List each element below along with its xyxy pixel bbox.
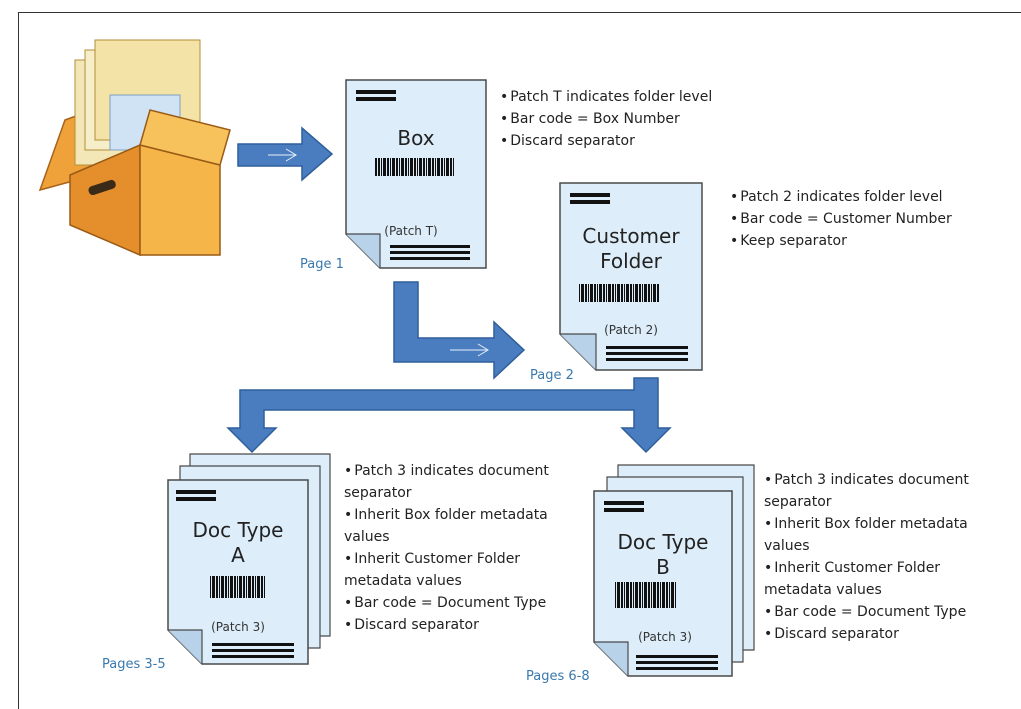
doc-b-note-4: Bar code = Document Type: [764, 601, 969, 623]
frame-left-border: [18, 12, 19, 709]
doc-b-note-3: Inherit Customer Folder: [764, 557, 969, 579]
doc-b-note-3-cont-text: metadata values: [764, 582, 882, 598]
customer-folder-title: Customer Folder: [560, 224, 702, 274]
doc-type-a-page-label: Pages 3-5: [102, 657, 166, 672]
doc-type-a-title: Doc Type A: [168, 518, 308, 568]
doc-a-note-2: Inherit Box folder metadata: [344, 504, 549, 526]
doc-b-note-1: Patch 3 indicates document: [764, 469, 969, 491]
customer-folder-notes: Patch 2 indicates folder level Bar code …: [730, 186, 952, 252]
doc-a-note-2-cont: values: [344, 526, 549, 548]
doc-b-note-2: Inherit Box folder metadata: [764, 513, 969, 535]
doc-type-b-stack: [593, 464, 755, 677]
box-page-title: Box: [397, 126, 435, 150]
doc-b-note-1-cont: separator: [764, 491, 969, 513]
doc-b-note-2-cont-text: values: [764, 538, 810, 554]
customer-folder-title-line1: Customer: [582, 224, 680, 248]
box-note-1: Patch T indicates folder level: [500, 86, 712, 108]
doc-type-b-notes: Patch 3 indicates document separator Inh…: [764, 469, 969, 645]
doc-a-note-3: Inherit Customer Folder: [344, 548, 549, 570]
file-box-icon: [38, 39, 231, 257]
arrow-split-to-doctypes: [226, 377, 672, 454]
arrow-box-to-page1: [237, 126, 334, 182]
doc-b-note-3-cont: metadata values: [764, 579, 969, 601]
doc-a-note-3-cont: metadata values: [344, 570, 549, 592]
customer-note-1: Patch 2 indicates folder level: [730, 186, 952, 208]
doc-type-b-title: Doc Type B: [594, 530, 732, 580]
doc-type-a-patch: (Patch 3): [211, 620, 265, 634]
doc-b-note-5: Discard separator: [764, 623, 969, 645]
frame-top-border: [18, 12, 1021, 13]
doc-a-note-4: Bar code = Document Type: [344, 592, 549, 614]
doc-a-note-5: Discard separator: [344, 614, 549, 636]
customer-folder-page-label: Page 2: [530, 368, 574, 383]
doc-type-a-title-line1: Doc Type: [192, 518, 284, 542]
doc-a-note-1: Patch 3 indicates document: [344, 460, 549, 482]
doc-type-b-patch: (Patch 3): [638, 630, 692, 644]
doc-a-note-2-cont-text: values: [344, 529, 390, 545]
doc-a-note-3-cont-text: metadata values: [344, 573, 462, 589]
customer-folder-separator-page: [559, 182, 703, 371]
customer-note-3: Keep separator: [730, 230, 952, 252]
doc-type-b-title-line1: Doc Type: [617, 530, 709, 554]
box-page-label: Page 1: [300, 257, 344, 272]
box-page-notes: Patch T indicates folder level Bar code …: [500, 86, 712, 152]
doc-type-a-notes: Patch 3 indicates document separator Inh…: [344, 460, 549, 636]
customer-folder-patch: (Patch 2): [604, 323, 658, 337]
doc-type-a-stack: [167, 453, 331, 665]
customer-note-2: Bar code = Customer Number: [730, 208, 951, 230]
box-note-3: Discard separator: [500, 130, 712, 152]
box-separator-page: [345, 79, 487, 269]
doc-b-note-2-cont: values: [764, 535, 969, 557]
doc-a-note-1-cont: separator: [344, 482, 549, 504]
doc-b-note-1-cont-text: separator: [764, 494, 832, 510]
arrow-page1-to-page2: [393, 281, 526, 380]
box-page-patch: (Patch T): [384, 224, 438, 238]
box-note-2: Bar code = Box Number: [500, 108, 712, 130]
doc-a-note-1-cont-text: separator: [344, 485, 412, 501]
customer-folder-title-line2: Folder: [600, 249, 662, 273]
doc-type-b-page-label: Pages 6-8: [526, 669, 590, 684]
doc-type-a-title-line2: A: [231, 543, 245, 567]
doc-type-b-title-line2: B: [656, 555, 670, 579]
